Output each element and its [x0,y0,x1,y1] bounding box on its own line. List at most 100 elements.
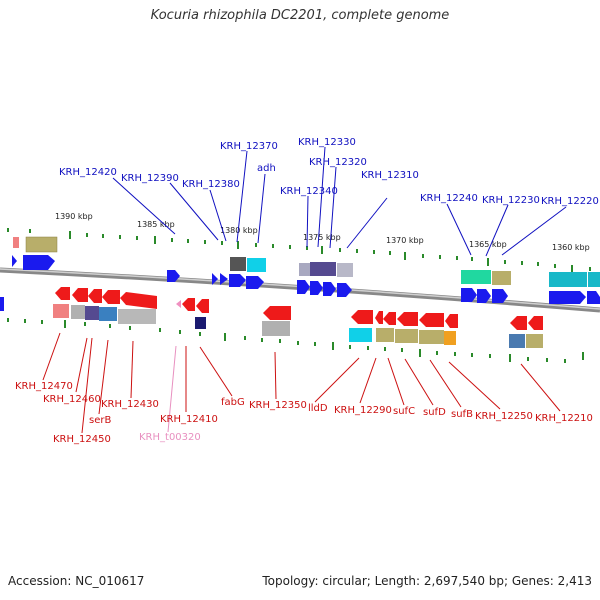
forward-gene-arrow[interactable] [323,282,336,296]
reverse-leaders [42,332,561,434]
lower-tick-track [7,318,584,363]
domain-box [526,334,543,348]
domain-box [444,331,456,345]
gene-label-forward[interactable]: KRH_12320 [309,157,367,168]
genome-summary-text: Topology: circular; Length: 2,697,540 bp… [262,574,592,588]
domain-box [71,305,85,319]
reverse-gene-arrow[interactable] [419,313,444,327]
gene-label-forward[interactable]: KRH_12420 [59,167,117,178]
domain-box [419,330,444,344]
reverse-gene-arrow[interactable] [375,311,383,324]
forward-gene-arrow[interactable] [246,276,264,289]
domain-box [195,317,206,329]
forward-gene-arrow[interactable] [229,274,246,287]
gene-label-forward[interactable]: KRH_12230 [482,195,540,206]
domain-box [85,306,99,320]
forward-gene-arrow[interactable] [337,283,352,297]
forward-gene-arrow[interactable] [492,289,508,303]
reverse-gene-arrow[interactable] [102,290,120,304]
gene-label-forward[interactable]: KRH_12340 [280,186,338,197]
gene-label-reverse[interactable]: KRH_12210 [535,413,593,424]
reverse-gene-arrow[interactable] [528,316,543,330]
forward-gene-arrow[interactable] [587,291,600,304]
reverse-gene-arrow[interactable] [55,287,70,300]
reverse-gene-arrow[interactable] [510,316,527,330]
gene-label-reverse[interactable]: serB [89,415,111,426]
gene-label-forward[interactable]: KRH_12240 [420,193,478,204]
gene-label-reverse[interactable]: KRH_12250 [475,411,533,422]
domain-box [395,329,418,343]
accession-text: Accession: NC_010617 [8,574,145,588]
scale-label: 1365 kbp [469,240,507,249]
reverse-gene-arrow[interactable] [72,288,88,302]
gene-label-forward[interactable]: KRH_12370 [220,141,278,152]
forward-gene-arrow[interactable] [461,288,477,302]
forward-gene-arrow[interactable] [477,289,491,303]
rna-label[interactable]: KRH_t00320 [139,432,201,443]
scale-label: 1390 kbp [55,212,93,221]
reverse-gene-arrow[interactable] [383,312,396,325]
domain-box [247,258,266,272]
gene-label-forward[interactable]: KRH_12390 [121,173,179,184]
forward-genes [0,236,600,311]
gene-label-reverse[interactable]: sufC [393,406,415,417]
domain-box [299,263,310,276]
forward-gene-arrow[interactable] [23,255,55,270]
scale-label: 1385 kbp [137,220,175,229]
gene-label-reverse[interactable]: KRH_12460 [43,394,101,405]
reverse-gene-arrow[interactable] [120,292,157,309]
reverse-gene-arrow[interactable] [0,297,4,311]
forward-gene-arrow[interactable] [549,291,586,304]
rna-marker[interactable] [176,300,181,308]
gene-label-forward[interactable]: KRH_12310 [361,170,419,181]
scale-label: 1375 kbp [303,233,341,242]
gene-label-forward[interactable]: KRH_12380 [182,179,240,190]
gene-label-reverse[interactable]: KRH_12430 [101,399,159,410]
rna-leader [167,345,177,433]
reverse-gene-arrow[interactable] [196,299,209,313]
map-title: Kocuria rhizophila DC2201, complete geno… [150,8,450,23]
forward-gene-arrow[interactable] [297,280,310,294]
domain-box [461,270,491,284]
reverse-genes [0,287,543,348]
scale-label: 1360 kbp [552,243,590,252]
scale-label: 1370 kbp [386,236,424,245]
reverse-gene-arrow[interactable] [351,310,373,324]
forward-leaders [112,146,567,257]
gene-label-reverse[interactable]: lldD [308,403,328,414]
forward-gene-arrow[interactable] [220,273,228,285]
reverse-gene-arrow[interactable] [182,298,195,311]
reverse-gene-arrow[interactable] [397,312,418,326]
gene-label-reverse[interactable]: KRH_12410 [160,414,218,425]
gene-label-forward[interactable]: adh [257,163,276,174]
gene-label-forward[interactable]: KRH_12220 [541,196,599,207]
gene-label-reverse[interactable]: sufD [423,407,446,418]
domain-box [337,263,353,277]
domain-box [549,272,587,287]
forward-gene-arrow[interactable] [310,281,323,295]
domain-box [588,272,600,287]
domain-box [230,257,246,271]
reverse-gene-arrow[interactable] [88,289,102,303]
forward-gene-arrow[interactable] [167,270,180,282]
forward-gene-arrow[interactable] [12,255,17,267]
gene-label-reverse[interactable]: KRH_12290 [334,405,392,416]
domain-box [509,334,525,348]
domain-box [13,237,19,248]
gene-label-reverse[interactable]: sufB [451,409,473,420]
gene-label-reverse[interactable]: KRH_12350 [249,400,307,411]
reverse-gene-arrow[interactable] [445,314,458,328]
domain-box [99,307,117,321]
gene-label-reverse[interactable]: KRH_12450 [53,434,111,445]
forward-gene-arrow[interactable] [212,273,218,285]
gene-label-reverse[interactable]: fabG [221,397,245,408]
reverse-gene-arrow[interactable] [263,306,291,320]
domain-box [262,321,290,336]
domain-box [376,328,394,342]
domain-box [349,328,372,342]
upper-tick-track [7,228,591,273]
gene-label-reverse[interactable]: KRH_12470 [15,381,73,392]
domain-box [310,262,336,276]
gene-label-forward[interactable]: KRH_12330 [298,137,356,148]
